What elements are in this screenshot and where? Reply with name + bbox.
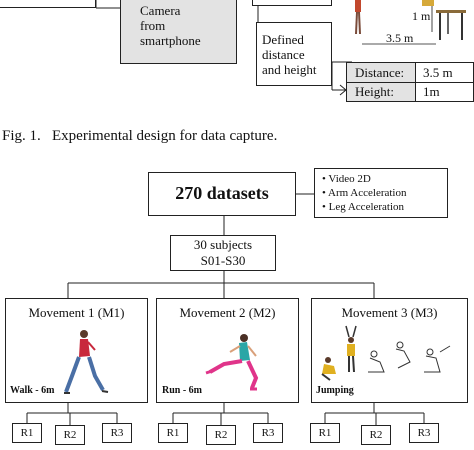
m1-rep-1: R1 — [12, 423, 42, 443]
camera-label-line1: Camera — [140, 3, 181, 18]
data-types-list: • Video 2D • Arm Acceleration • Leg Acce… — [322, 172, 407, 214]
camera-box — [120, 0, 237, 64]
figure-1-caption: Fig. 1. Experimental design for data cap… — [2, 128, 278, 144]
defined-distance-box — [256, 22, 332, 86]
m3-rep-2: R2 — [361, 425, 391, 445]
m2-rep-2: R2 — [206, 425, 236, 445]
movement-1-box — [5, 298, 148, 403]
defined-distance-label: Defined distance and height — [262, 32, 317, 77]
m1-rep-3: R3 — [102, 423, 132, 443]
subjects-label: 30 subjects S01-S30 — [170, 237, 276, 269]
height-value: 1m — [423, 84, 440, 99]
camera-label-line2: from — [140, 18, 166, 33]
scene-35m-label: 3.5 m — [386, 31, 414, 45]
movement-3-title: Movement 3 (M3) — [341, 305, 438, 320]
defined-label-line3: and height — [262, 62, 317, 77]
data-types-box — [314, 168, 448, 218]
data-type-item: • Leg Acceleration — [322, 201, 405, 213]
m3-rep-3: R3 — [409, 423, 439, 443]
data-type-item: • Arm Acceleration — [322, 187, 407, 199]
movement-1-title: Movement 1 (M1) — [28, 305, 125, 320]
m2-rep-3: R3 — [253, 423, 283, 443]
movement-2-title: Movement 2 (M2) — [179, 305, 276, 320]
fig1-top-mid-box — [252, 0, 332, 6]
m3-rep-1: R1 — [310, 423, 340, 443]
data-type-item: • Video 2D — [322, 173, 371, 185]
movement-2-label: Run - 6m — [162, 385, 203, 396]
movement-1-label: Walk - 6m — [10, 385, 55, 396]
datasets-label: 270 datasets — [175, 183, 269, 203]
datasets-box — [148, 172, 296, 216]
camera-label-line3: smartphone — [140, 33, 201, 48]
subjects-range: S01-S30 — [200, 253, 246, 268]
defined-label-line1: Defined — [262, 32, 304, 47]
camera-label: Camera from smartphone — [140, 3, 201, 48]
table-column-divider — [415, 63, 416, 101]
m1-rep-2: R2 — [55, 425, 85, 445]
fig1-top-left-box — [0, 0, 96, 8]
height-label: Height: — [355, 84, 394, 99]
distance-value: 3.5 m — [423, 65, 453, 80]
capture-scene-illustration — [352, 0, 474, 52]
distance-height-table: Distance: 3.5 m Height: 1m — [346, 62, 474, 102]
subjects-box — [170, 235, 276, 271]
subjects-count: 30 subjects — [193, 237, 253, 252]
table-row-divider — [347, 82, 473, 83]
distance-label: Distance: — [355, 65, 405, 80]
defined-label-line2: distance — [262, 47, 305, 62]
movement-2-box — [156, 298, 299, 403]
m2-rep-1: R1 — [158, 423, 188, 443]
scene-1m-label: 1 m — [412, 9, 431, 23]
movement-3-label: Jumping — [316, 385, 354, 396]
